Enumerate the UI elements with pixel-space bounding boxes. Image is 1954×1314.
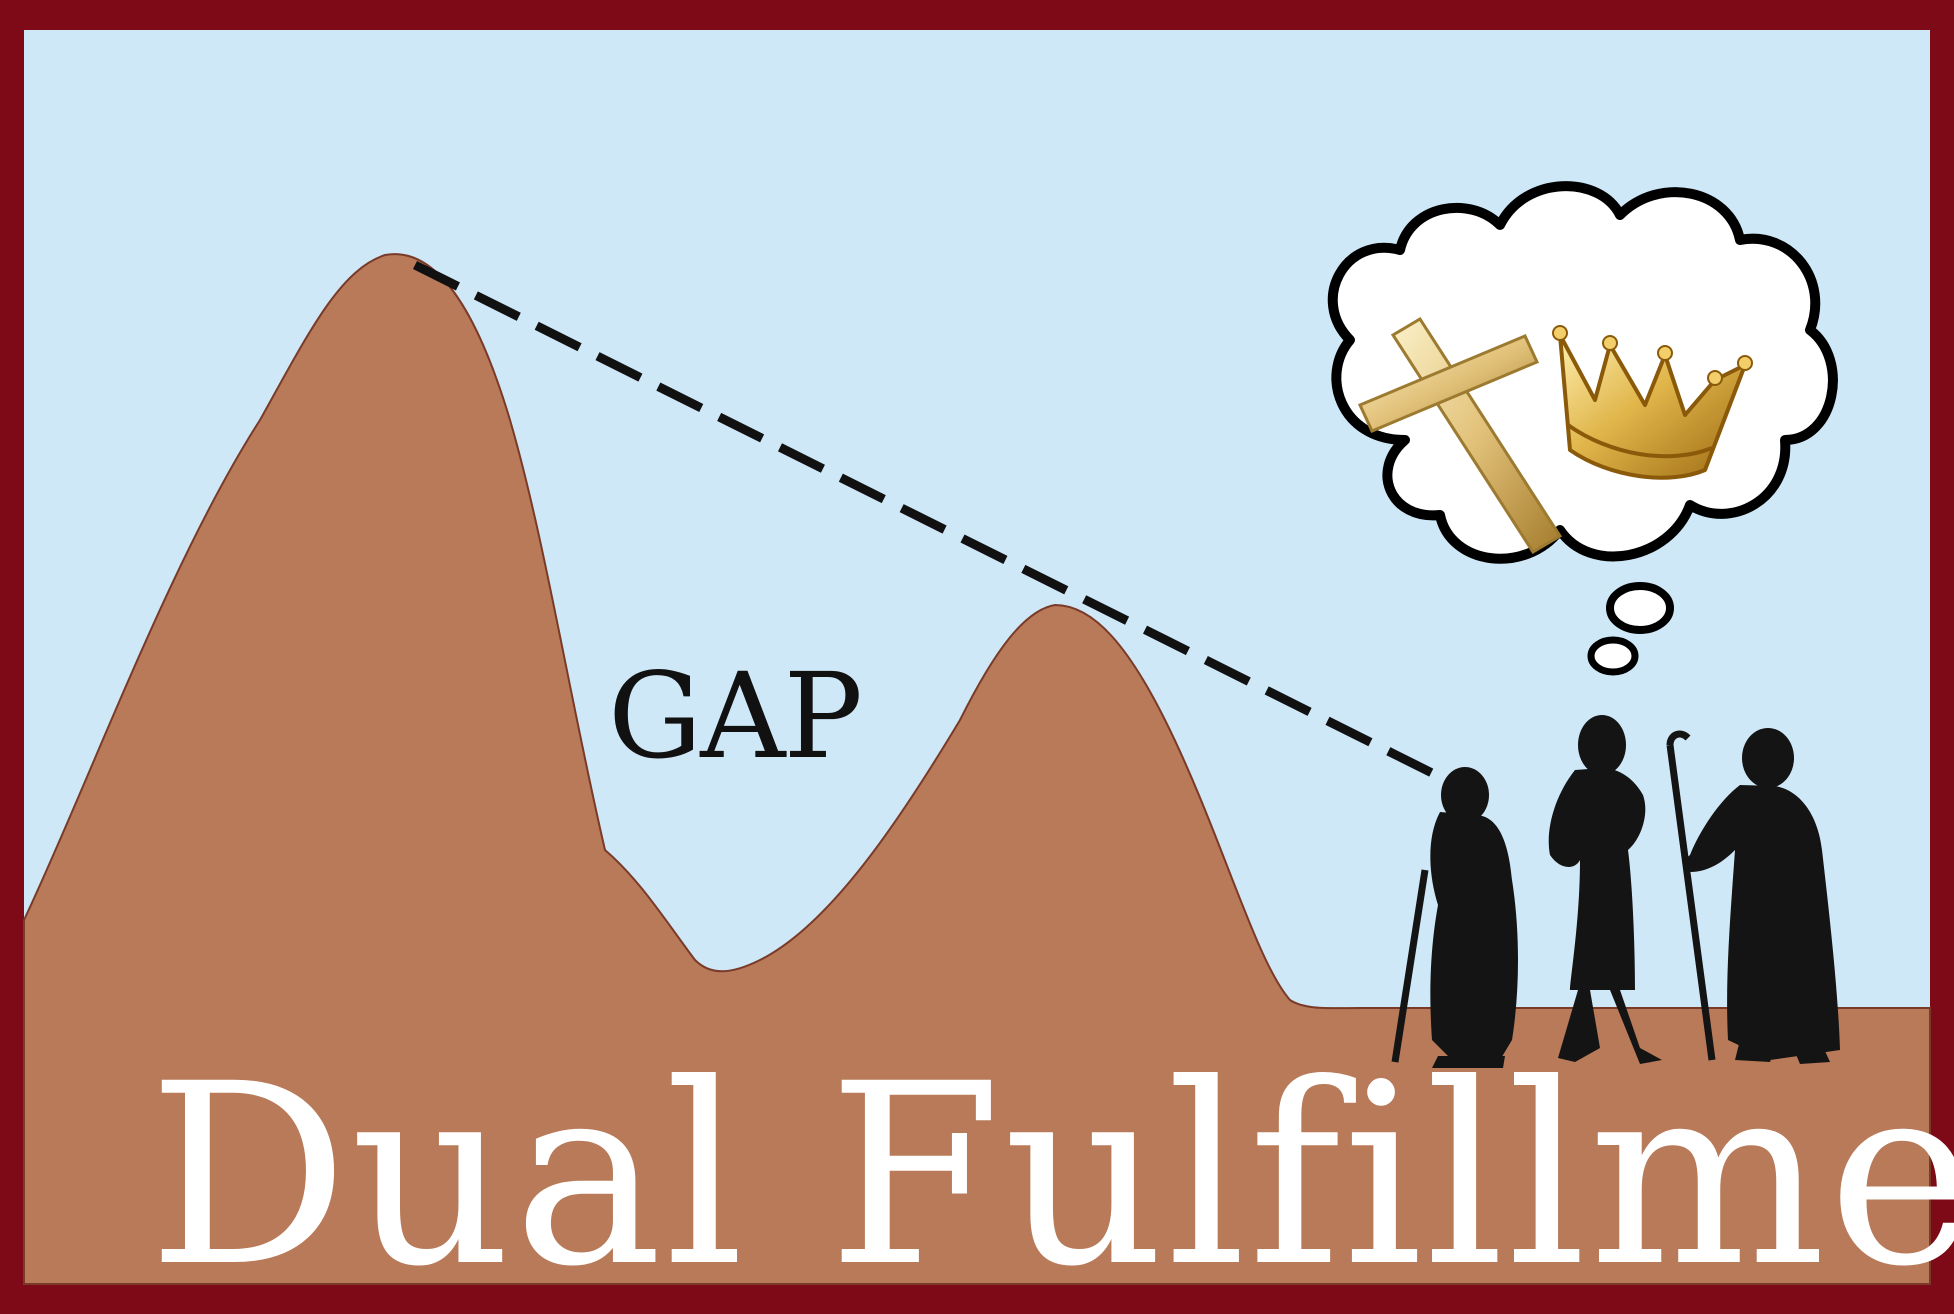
prophet-figure-1	[1391, 767, 1518, 1068]
thought-bubble-dot-small	[1587, 636, 1639, 676]
cross-icon	[1357, 316, 1563, 555]
prophet-figure-3	[1666, 728, 1840, 1064]
prophet-figure-2	[1548, 715, 1662, 1064]
thought-bubble-dot-large	[1606, 582, 1674, 634]
dashed-sightline	[412, 260, 1435, 778]
crown-icon	[1552, 325, 1753, 480]
gap-label: GAP	[608, 647, 861, 785]
diagram-title: Dual Fulfillment	[148, 1030, 1954, 1314]
